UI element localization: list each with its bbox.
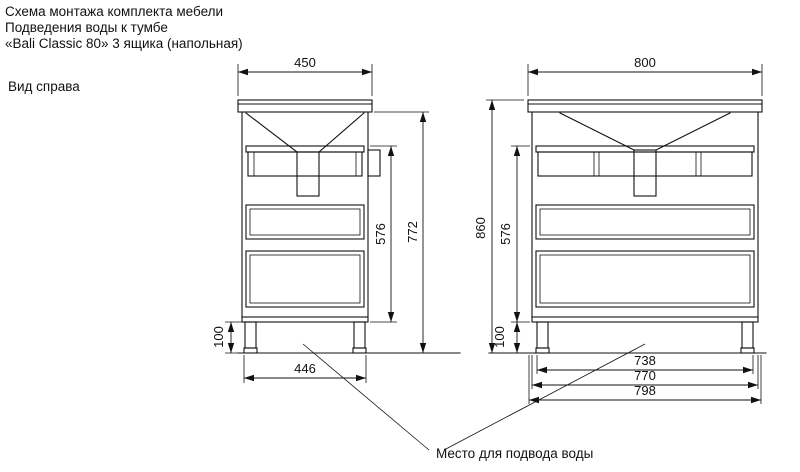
front-view-countertop	[527, 99, 763, 113]
water-supply-note: Место для подвода воды	[436, 446, 593, 461]
front-view-body	[531, 111, 759, 323]
dim-front-legs-span: 738	[634, 353, 656, 368]
side-view-wall-bracket	[367, 149, 381, 177]
side-view-dimensions: 450 576 772 100 446	[211, 55, 429, 383]
dim-side-body-height: 772	[405, 221, 420, 243]
title-line-2: Подведения воды к тумбе	[5, 20, 168, 35]
title-line-1: Схема монтажа комплекта мебели	[5, 4, 223, 19]
side-view-drain-pipe	[296, 151, 320, 197]
side-view-body	[241, 111, 369, 323]
side-view-legs	[243, 321, 367, 354]
title-block: Схема монтажа комплекта мебели Подведени…	[5, 4, 243, 51]
dim-side-top-width: 450	[294, 55, 316, 70]
title-line-3: «Bali Classic 80» 3 ящика (напольная)	[5, 36, 243, 51]
dim-side-leg-height: 100	[211, 326, 226, 348]
side-view-countertop	[237, 99, 373, 113]
front-view-drain-pipe	[633, 149, 657, 197]
dim-front-leg-height: 100	[492, 326, 507, 348]
dim-side-drawer-height: 576	[373, 223, 388, 245]
side-view-sink	[245, 112, 365, 197]
front-view-legs	[535, 321, 755, 354]
side-view-drawer-1	[245, 145, 365, 177]
dim-front-body-width: 770	[634, 368, 656, 383]
front-view-sink	[559, 112, 731, 197]
front-view-dimensions: 800 860 576 100 738 770	[473, 55, 763, 404]
water-leader-right	[443, 343, 646, 451]
front-view: 800 860 576 100 738 770	[473, 55, 767, 404]
dim-front-drawer-height: 576	[498, 223, 513, 245]
water-leader-left	[302, 343, 430, 451]
front-view-drawer-1	[535, 145, 755, 177]
front-view-drawer-3	[535, 250, 755, 308]
dim-front-total-height: 860	[473, 217, 488, 239]
dim-front-top-width: 800	[634, 55, 656, 70]
dim-front-base-width: 798	[634, 383, 656, 398]
side-view: 450 576 772 100 446	[211, 55, 461, 383]
side-view-drawer-2	[245, 204, 365, 240]
side-view-drawer-3	[245, 250, 365, 308]
dim-side-bottom-width: 446	[294, 361, 316, 376]
water-supply-callout: Место для подвода воды	[302, 343, 646, 461]
front-view-drawer-2	[535, 204, 755, 240]
side-view-label: Вид справа	[8, 79, 80, 94]
